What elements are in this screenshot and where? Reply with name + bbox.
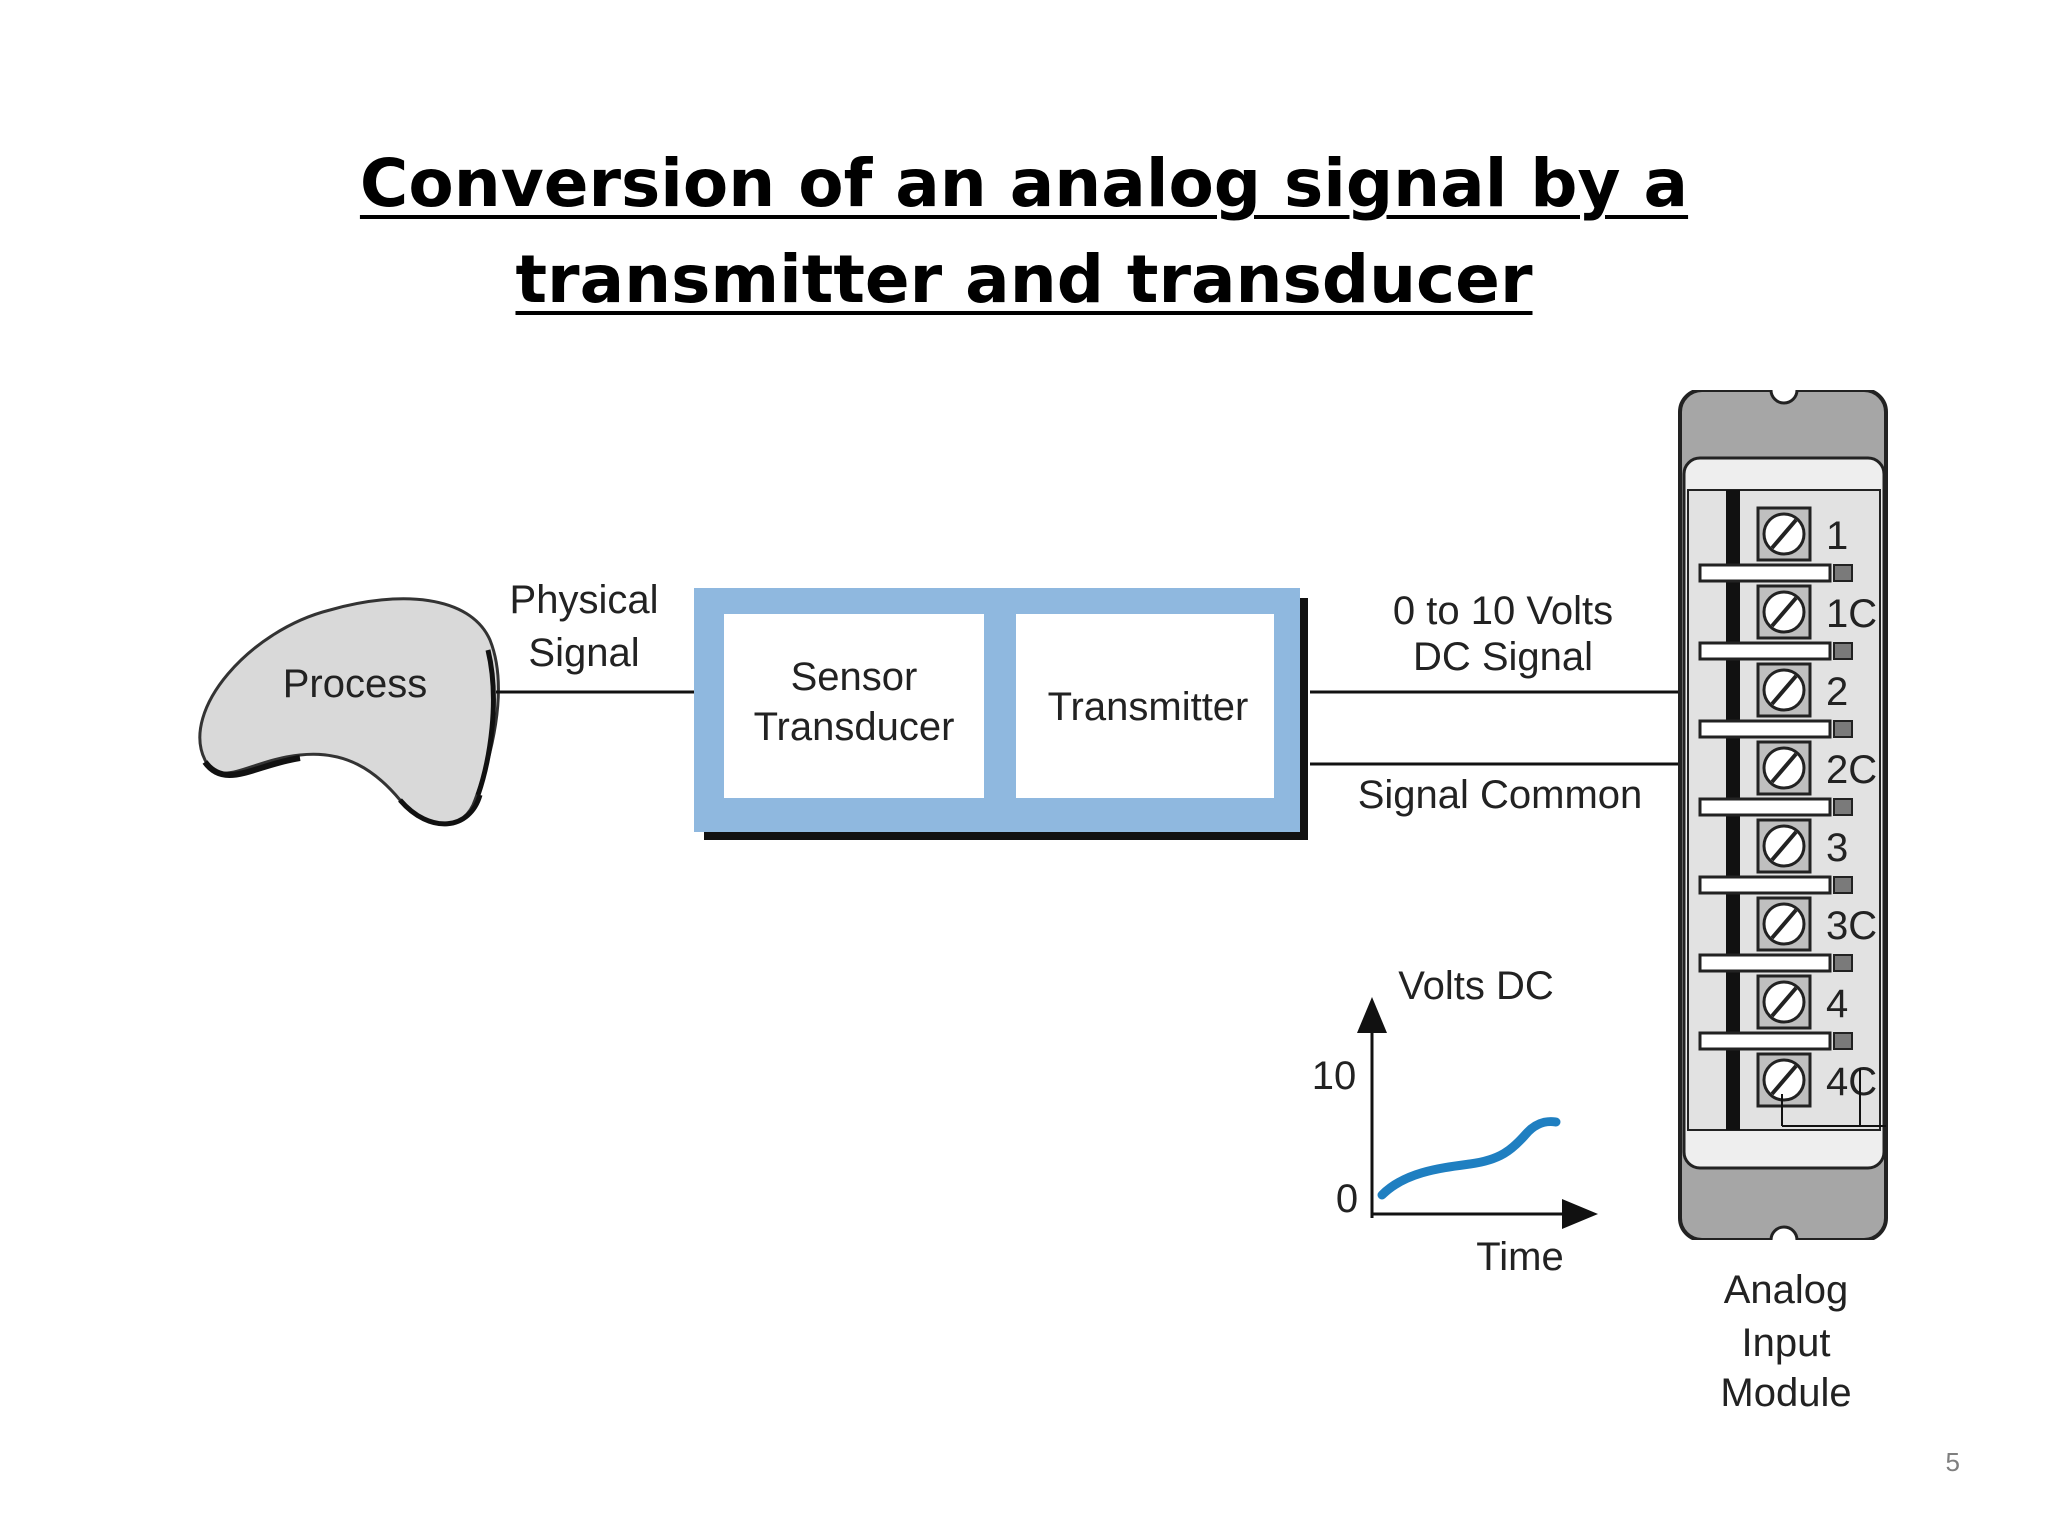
- terminal-separator: [1698, 641, 1832, 661]
- transmitter-label: Transmitter: [1048, 685, 1249, 729]
- title-line-2: transmitter and transducer: [515, 241, 1533, 318]
- slide-title: Conversion of an analog signal by a tran…: [0, 136, 2048, 328]
- terminal-separator: [1698, 797, 1832, 817]
- screw-slot-icon: [1770, 1064, 1798, 1096]
- terminal-separator: [1698, 719, 1832, 739]
- transmitter-box: [1016, 614, 1274, 798]
- terminal-tab: [1833, 720, 1853, 738]
- terminal-label: 4C: [1826, 1060, 1877, 1104]
- dc-signal-label-line2: DC Signal: [1413, 635, 1593, 679]
- sensor-transducer-box: [724, 614, 984, 798]
- terminal-tab: [1833, 876, 1853, 894]
- terminal-label: 1C: [1826, 592, 1877, 636]
- screw-slot-icon: [1770, 518, 1798, 550]
- terminal-separator: [1698, 1031, 1832, 1051]
- terminal-tab: [1833, 642, 1853, 660]
- graph-y-label: Volts DC: [1398, 964, 1554, 1008]
- voltage-graph: Volts DC Time 10 0: [1312, 964, 1598, 1279]
- process-label: Process: [283, 662, 428, 706]
- terminal-strip: 1 1C 2 2C 3 3C 4 4C: [1698, 506, 1877, 1108]
- signal-common-label: Signal Common: [1358, 773, 1643, 817]
- physical-signal-label-line1: Physical: [510, 578, 659, 622]
- terminal-tab: [1833, 564, 1853, 582]
- sensor-label-line2: Transducer: [754, 705, 955, 749]
- graph-curve: [1377, 1117, 1561, 1200]
- terminal-label: 3: [1826, 826, 1848, 870]
- screw-slot-icon: [1770, 752, 1798, 784]
- screw-slot-icon: [1770, 908, 1798, 940]
- terminal-label: 2C: [1826, 748, 1877, 792]
- terminal-label: 4: [1826, 982, 1848, 1026]
- title-line-1: Conversion of an analog signal by a: [359, 145, 1689, 222]
- module-label-line1: Analog: [1724, 1268, 1849, 1312]
- terminal-tab: [1833, 954, 1853, 972]
- analog-input-module: 1 1C 2 2C 3 3C 4 4C: [1678, 370, 1890, 1260]
- dc-signal-label-line1: 0 to 10 Volts: [1393, 589, 1613, 633]
- physical-signal-label-line2: Signal: [528, 631, 639, 675]
- page-number: 5: [1945, 1447, 1960, 1477]
- sensor-label-line1: Sensor: [791, 655, 918, 699]
- graph-tick-0: 0: [1336, 1177, 1358, 1221]
- terminal-label: 1: [1826, 514, 1848, 558]
- transmitter-assembly: Sensor Transducer Transmitter: [694, 588, 1308, 840]
- graph-x-label: Time: [1476, 1235, 1563, 1279]
- screw-slot-icon: [1770, 596, 1798, 628]
- terminal-separator: [1698, 875, 1832, 895]
- terminal-label: 3C: [1826, 904, 1877, 948]
- process-blob: Process: [198, 597, 500, 827]
- terminal-tab: [1833, 798, 1853, 816]
- screw-slot-icon: [1770, 986, 1798, 1018]
- terminal-label: 2: [1826, 670, 1848, 714]
- top-cut: [1678, 370, 1890, 390]
- screw-slot-icon: [1770, 830, 1798, 862]
- screw-slot-icon: [1770, 674, 1798, 706]
- bottom-cut: [1678, 1240, 1890, 1260]
- terminal-separator: [1698, 953, 1832, 973]
- terminal-tab: [1833, 1032, 1853, 1050]
- module-label-line2: Input: [1742, 1321, 1831, 1365]
- module-label-line3: Module: [1720, 1371, 1851, 1415]
- terminal-separator: [1698, 563, 1832, 583]
- graph-tick-10: 10: [1312, 1054, 1357, 1098]
